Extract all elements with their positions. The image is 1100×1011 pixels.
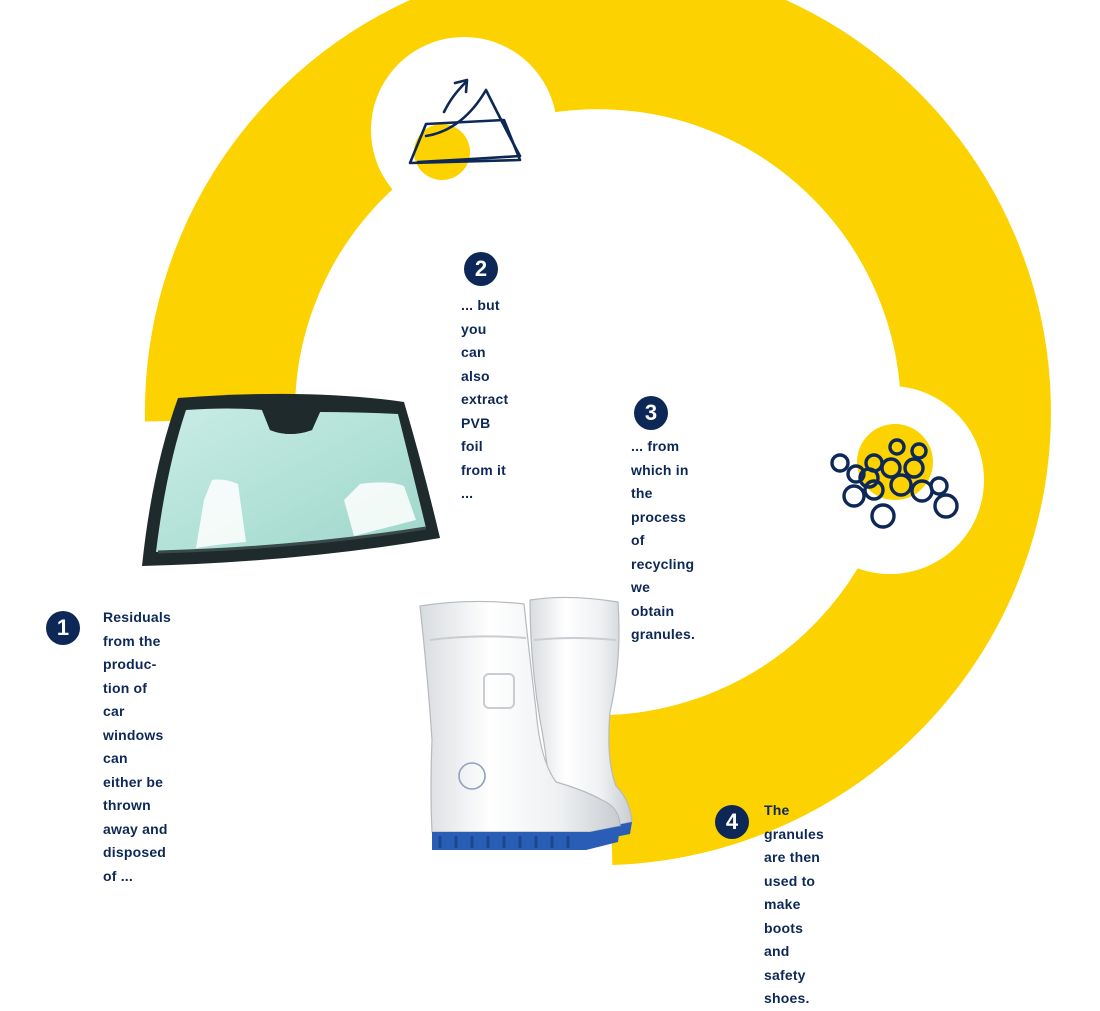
step-number-badge: 2 [464, 252, 498, 286]
process-ring [144, 0, 1051, 865]
step-caption: The granules are then used to make boots… [764, 802, 824, 1006]
white-boots-image [419, 596, 633, 850]
step-caption: ... from which in the process of recycli… [631, 438, 696, 642]
step-number-badge: 4 [715, 805, 749, 839]
step-number-badge: 3 [634, 396, 668, 430]
granules-icon [796, 386, 984, 574]
peeling-foil-icon [371, 37, 557, 223]
step-number-badge: 1 [46, 611, 80, 645]
recycling-diagram [142, 0, 1051, 865]
step-caption: ... but you can also extract PVB foil fr… [461, 297, 509, 501]
windshield-image [142, 393, 440, 566]
ring-arc [144, 0, 1051, 865]
step-caption: Residuals from the produc- tion of car w… [103, 609, 171, 884]
